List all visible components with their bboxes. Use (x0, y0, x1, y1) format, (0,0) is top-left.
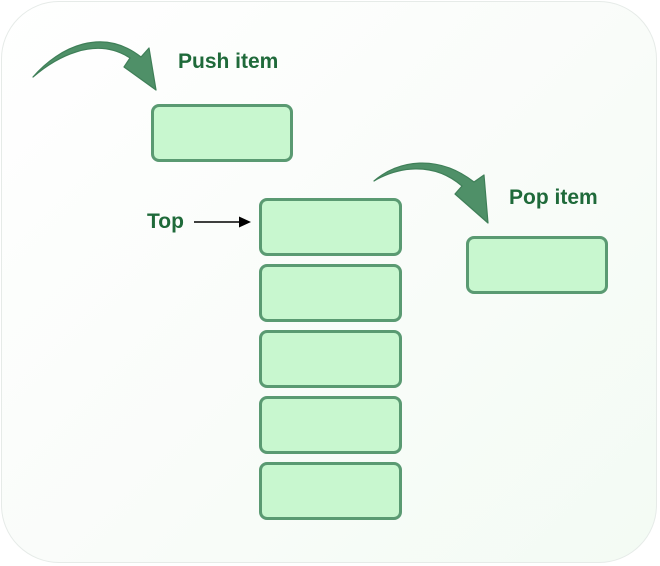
push-item-label: Push item (178, 50, 279, 73)
pop-item-box (466, 236, 608, 294)
top-label: Top (147, 210, 184, 233)
pop-item-label: Pop item (509, 186, 598, 209)
stack-item (259, 462, 402, 520)
stack-item (259, 330, 402, 388)
stack-item-top (259, 198, 402, 256)
stack-item (259, 396, 402, 454)
push-item-box (151, 104, 293, 162)
pop-curved-arrow-icon (373, 162, 489, 224)
stack-item (259, 264, 402, 322)
push-curved-arrow-icon (32, 41, 157, 91)
top-pointer-arrow-right-icon (194, 216, 251, 228)
